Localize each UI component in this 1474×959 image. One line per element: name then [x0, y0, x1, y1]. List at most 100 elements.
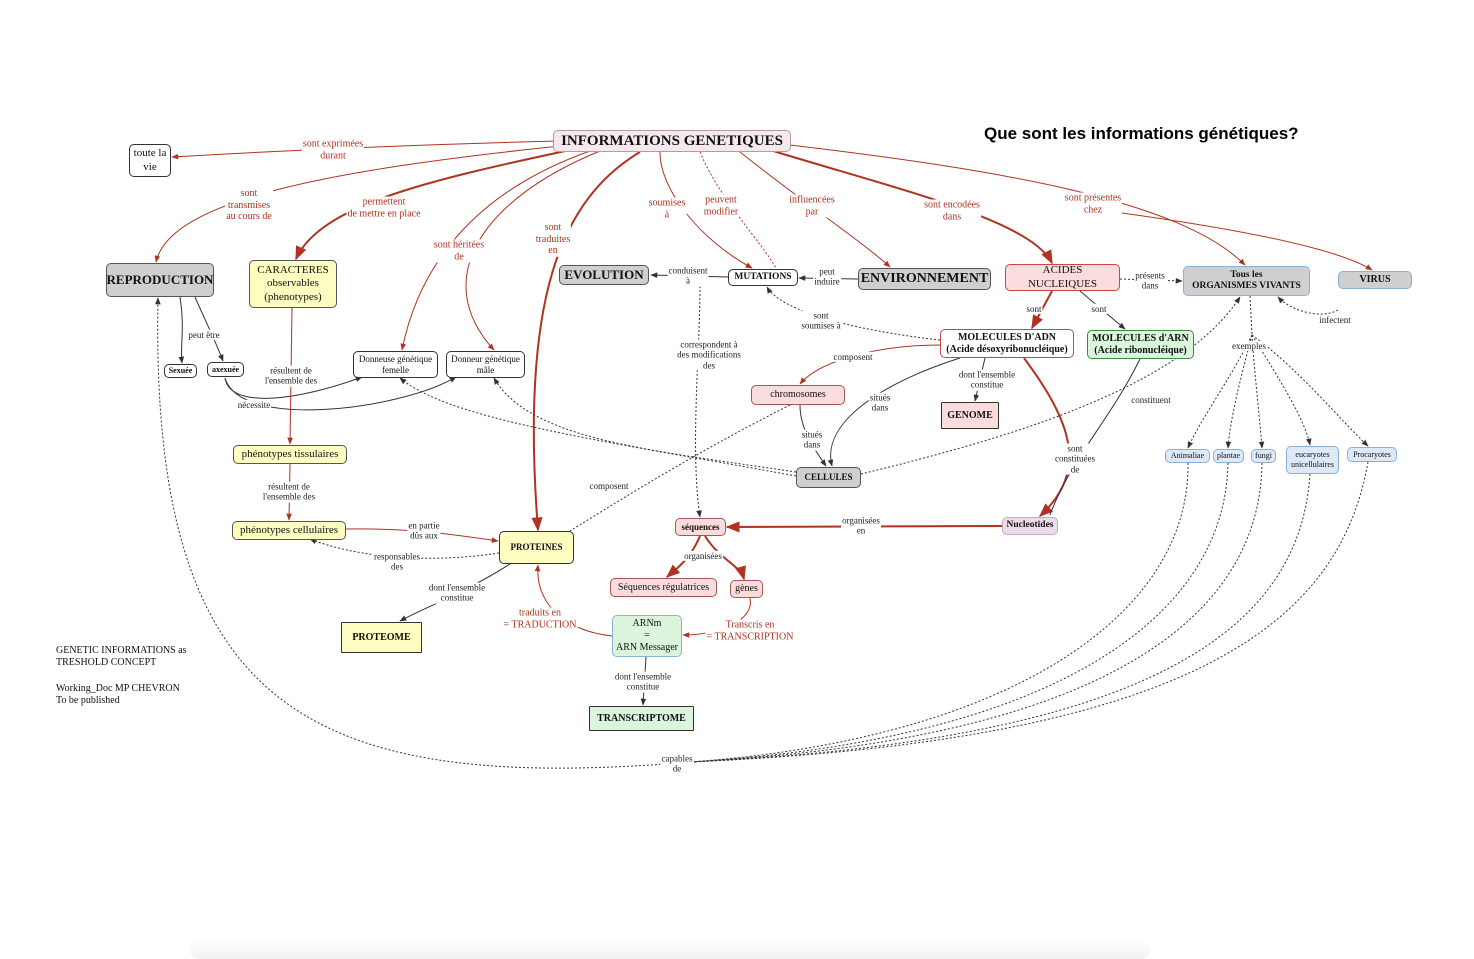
label-capables-de: capables de	[660, 753, 694, 775]
edge-arn-nucleotides	[1049, 358, 1141, 516]
label-sont-traduites: sont traduites en	[534, 221, 572, 257]
edge-organismes-exemples	[1249, 295, 1253, 336]
edge-info-reproduction	[154, 145, 561, 263]
label-resultent-cellulaires: résultent de l'ensemble des	[261, 481, 317, 503]
edge-asexuee-donneur	[224, 376, 457, 411]
node-eucaryotes-unicellulaires[interactable]: eucaryotes unicellulaires	[1286, 446, 1339, 474]
node-phenotypes-tissulaires[interactable]: phénotypes tissulaires	[233, 445, 347, 464]
edge-organismes-animaliae	[1187, 334, 1253, 449]
edge-organismes-plantae	[1225, 334, 1253, 449]
edge-chromosomes-proteines	[569, 404, 791, 532]
edge-cellules-donneur	[493, 377, 797, 473]
node-nucleotides[interactable]: Nucleotides	[1002, 517, 1058, 535]
label-composent-sequences: composent	[588, 480, 630, 492]
edge-animaliae-capables	[689, 462, 1189, 763]
node-genome[interactable]: GENOME	[941, 402, 999, 429]
label-ensemble-genome: dont l'ensemble constitue	[957, 369, 1017, 391]
node-donneur-male[interactable]: Donneur génétique mâle	[446, 351, 525, 378]
edge-sequences-genes	[704, 535, 746, 581]
label-sont-arn: sont	[1090, 303, 1108, 315]
edge-fungi-capables	[689, 462, 1263, 763]
edge-info-organismes	[789, 144, 1246, 266]
edge-eucaryotes-capables	[689, 473, 1311, 763]
node-chromosomes[interactable]: chromosomes	[751, 385, 845, 405]
edge-virus-organismes	[1277, 296, 1339, 315]
edge-info-mutations	[659, 151, 753, 269]
node-reproduction[interactable]: REPRODUCTION	[106, 263, 214, 297]
label-responsables: responsables des	[373, 551, 421, 573]
node-organismes-vivants[interactable]: Tous les ORGANISMES VIVANTS	[1183, 266, 1310, 296]
node-proteome[interactable]: PROTEOME	[341, 622, 422, 653]
label-transcris-en: Transcris en = TRANSCRIPTION	[705, 619, 795, 643]
label-necessite: nécessite	[236, 399, 272, 411]
node-phenotypes-cellulaires[interactable]: phénotypes cellulaires	[232, 521, 346, 540]
label-organisees: organisées	[683, 550, 723, 562]
label-influencees: influencées par	[788, 194, 836, 218]
edge-organismes-fungi	[1251, 334, 1265, 449]
node-genes[interactable]: gènes	[730, 580, 763, 598]
label-sont-heritees: sont héritées de	[432, 239, 486, 263]
node-animaliae[interactable]: Animaliae	[1165, 449, 1210, 463]
label-soumises: soumises à	[647, 197, 687, 221]
edge-capables-reproduction	[155, 297, 666, 769]
label-resultent-tissulaires: résultent de l'ensemble des	[263, 365, 319, 387]
label-situes-cellules: situés dans	[868, 392, 892, 414]
node-toute-la-vie[interactable]: toute la vie	[129, 144, 171, 177]
node-caracteres[interactable]: CARACTERES observables (phenotypes)	[249, 260, 337, 308]
label-conduisent: conduisent à	[667, 265, 709, 287]
edge-info-caracteres	[295, 149, 571, 261]
edge-procaryotes-capables	[689, 461, 1369, 763]
node-acides-nucleiques[interactable]: ACIDES NUCLEIQUES	[1005, 264, 1120, 291]
edge-info-proteines	[531, 151, 641, 532]
label-constituent: constituent	[1130, 394, 1172, 406]
note-working-doc: Working_Doc MP CHEVRON To be published	[56, 683, 180, 706]
node-virus[interactable]: VIRUS	[1338, 271, 1412, 289]
node-procaryotes[interactable]: Procaryotes	[1347, 447, 1397, 462]
node-cellules[interactable]: CELLULES	[796, 467, 861, 488]
label-presents-dans: présents dans	[1134, 270, 1166, 292]
edge-organismes-procaryotes	[1251, 334, 1369, 447]
edge-plantae-capables	[689, 462, 1229, 763]
node-sequences[interactable]: séquences	[675, 518, 726, 536]
label-traduits-en: traduits en = TRADUCTION	[502, 607, 578, 631]
node-molecules-arn[interactable]: MOLECULES d'ARN (Acide ribonucléique)	[1087, 330, 1194, 359]
label-peuvent-modifier: peuvent modifier	[702, 194, 740, 218]
edge-adn-mutations	[766, 286, 941, 341]
node-evolution[interactable]: EVOLUTION	[559, 265, 649, 285]
label-situes-dans: situés dans	[800, 429, 824, 451]
label-permettent: permettent de mettre en place	[346, 196, 422, 220]
label-correspondent: correspondent à des modifications des	[676, 339, 742, 371]
edge-info-toute-vie	[171, 140, 561, 160]
edge-info-peuvent	[699, 151, 777, 269]
label-sont-transmises: sont transmises au cours de	[225, 187, 273, 223]
edge-adn-cellules	[827, 357, 961, 467]
label-ensemble-proteome: dont l'ensemble constitue	[427, 582, 487, 604]
node-plantae[interactable]: plantae	[1213, 449, 1244, 463]
label-sont-adn: sont	[1025, 303, 1043, 315]
label-sont-encodees: sont encodées dans	[923, 199, 981, 223]
label-en-partie: en partie dûs aux	[407, 520, 441, 542]
node-environnement[interactable]: ENVIRONNEMENT	[858, 268, 991, 290]
node-molecules-adn[interactable]: MOLECULES D'ADN (Acide désoxyribonucléiq…	[940, 329, 1074, 358]
edge-repro-asexuee	[194, 296, 224, 362]
node-informations-genetiques[interactable]: INFORMATIONS GENETIQUES	[553, 130, 791, 152]
node-arnm[interactable]: ARNm = ARN Messager	[612, 615, 682, 657]
label-peut-induire: peut induire	[813, 266, 841, 288]
node-sequences-regulatrices[interactable]: Séquences régulatrices	[610, 578, 717, 597]
node-sexuee[interactable]: Sexuée	[164, 364, 197, 378]
node-mutations[interactable]: MUTATIONS	[728, 269, 798, 286]
edge-cellules-organismes	[860, 296, 1241, 475]
node-transcriptome[interactable]: TRANSCRIPTOME	[589, 706, 694, 731]
label-peut-etre: peut être	[187, 329, 221, 341]
edge-sequences-seqreg	[665, 535, 701, 578]
label-sont-exprimees: sont exprimées durant	[301, 138, 365, 162]
label-composent-chromosomes: composent	[832, 351, 874, 363]
edge-mutations-sequences	[695, 285, 702, 518]
edge-adn-nucleotides	[1023, 357, 1071, 517]
node-donneuse-femelle[interactable]: Donneuse génétique femelle	[353, 351, 438, 378]
node-fungi[interactable]: fungi	[1251, 449, 1276, 463]
label-organisees-en: organisées en	[841, 515, 881, 537]
node-asexuee[interactable]: axexuée	[207, 362, 244, 377]
node-proteines[interactable]: PROTEINES	[499, 531, 574, 564]
